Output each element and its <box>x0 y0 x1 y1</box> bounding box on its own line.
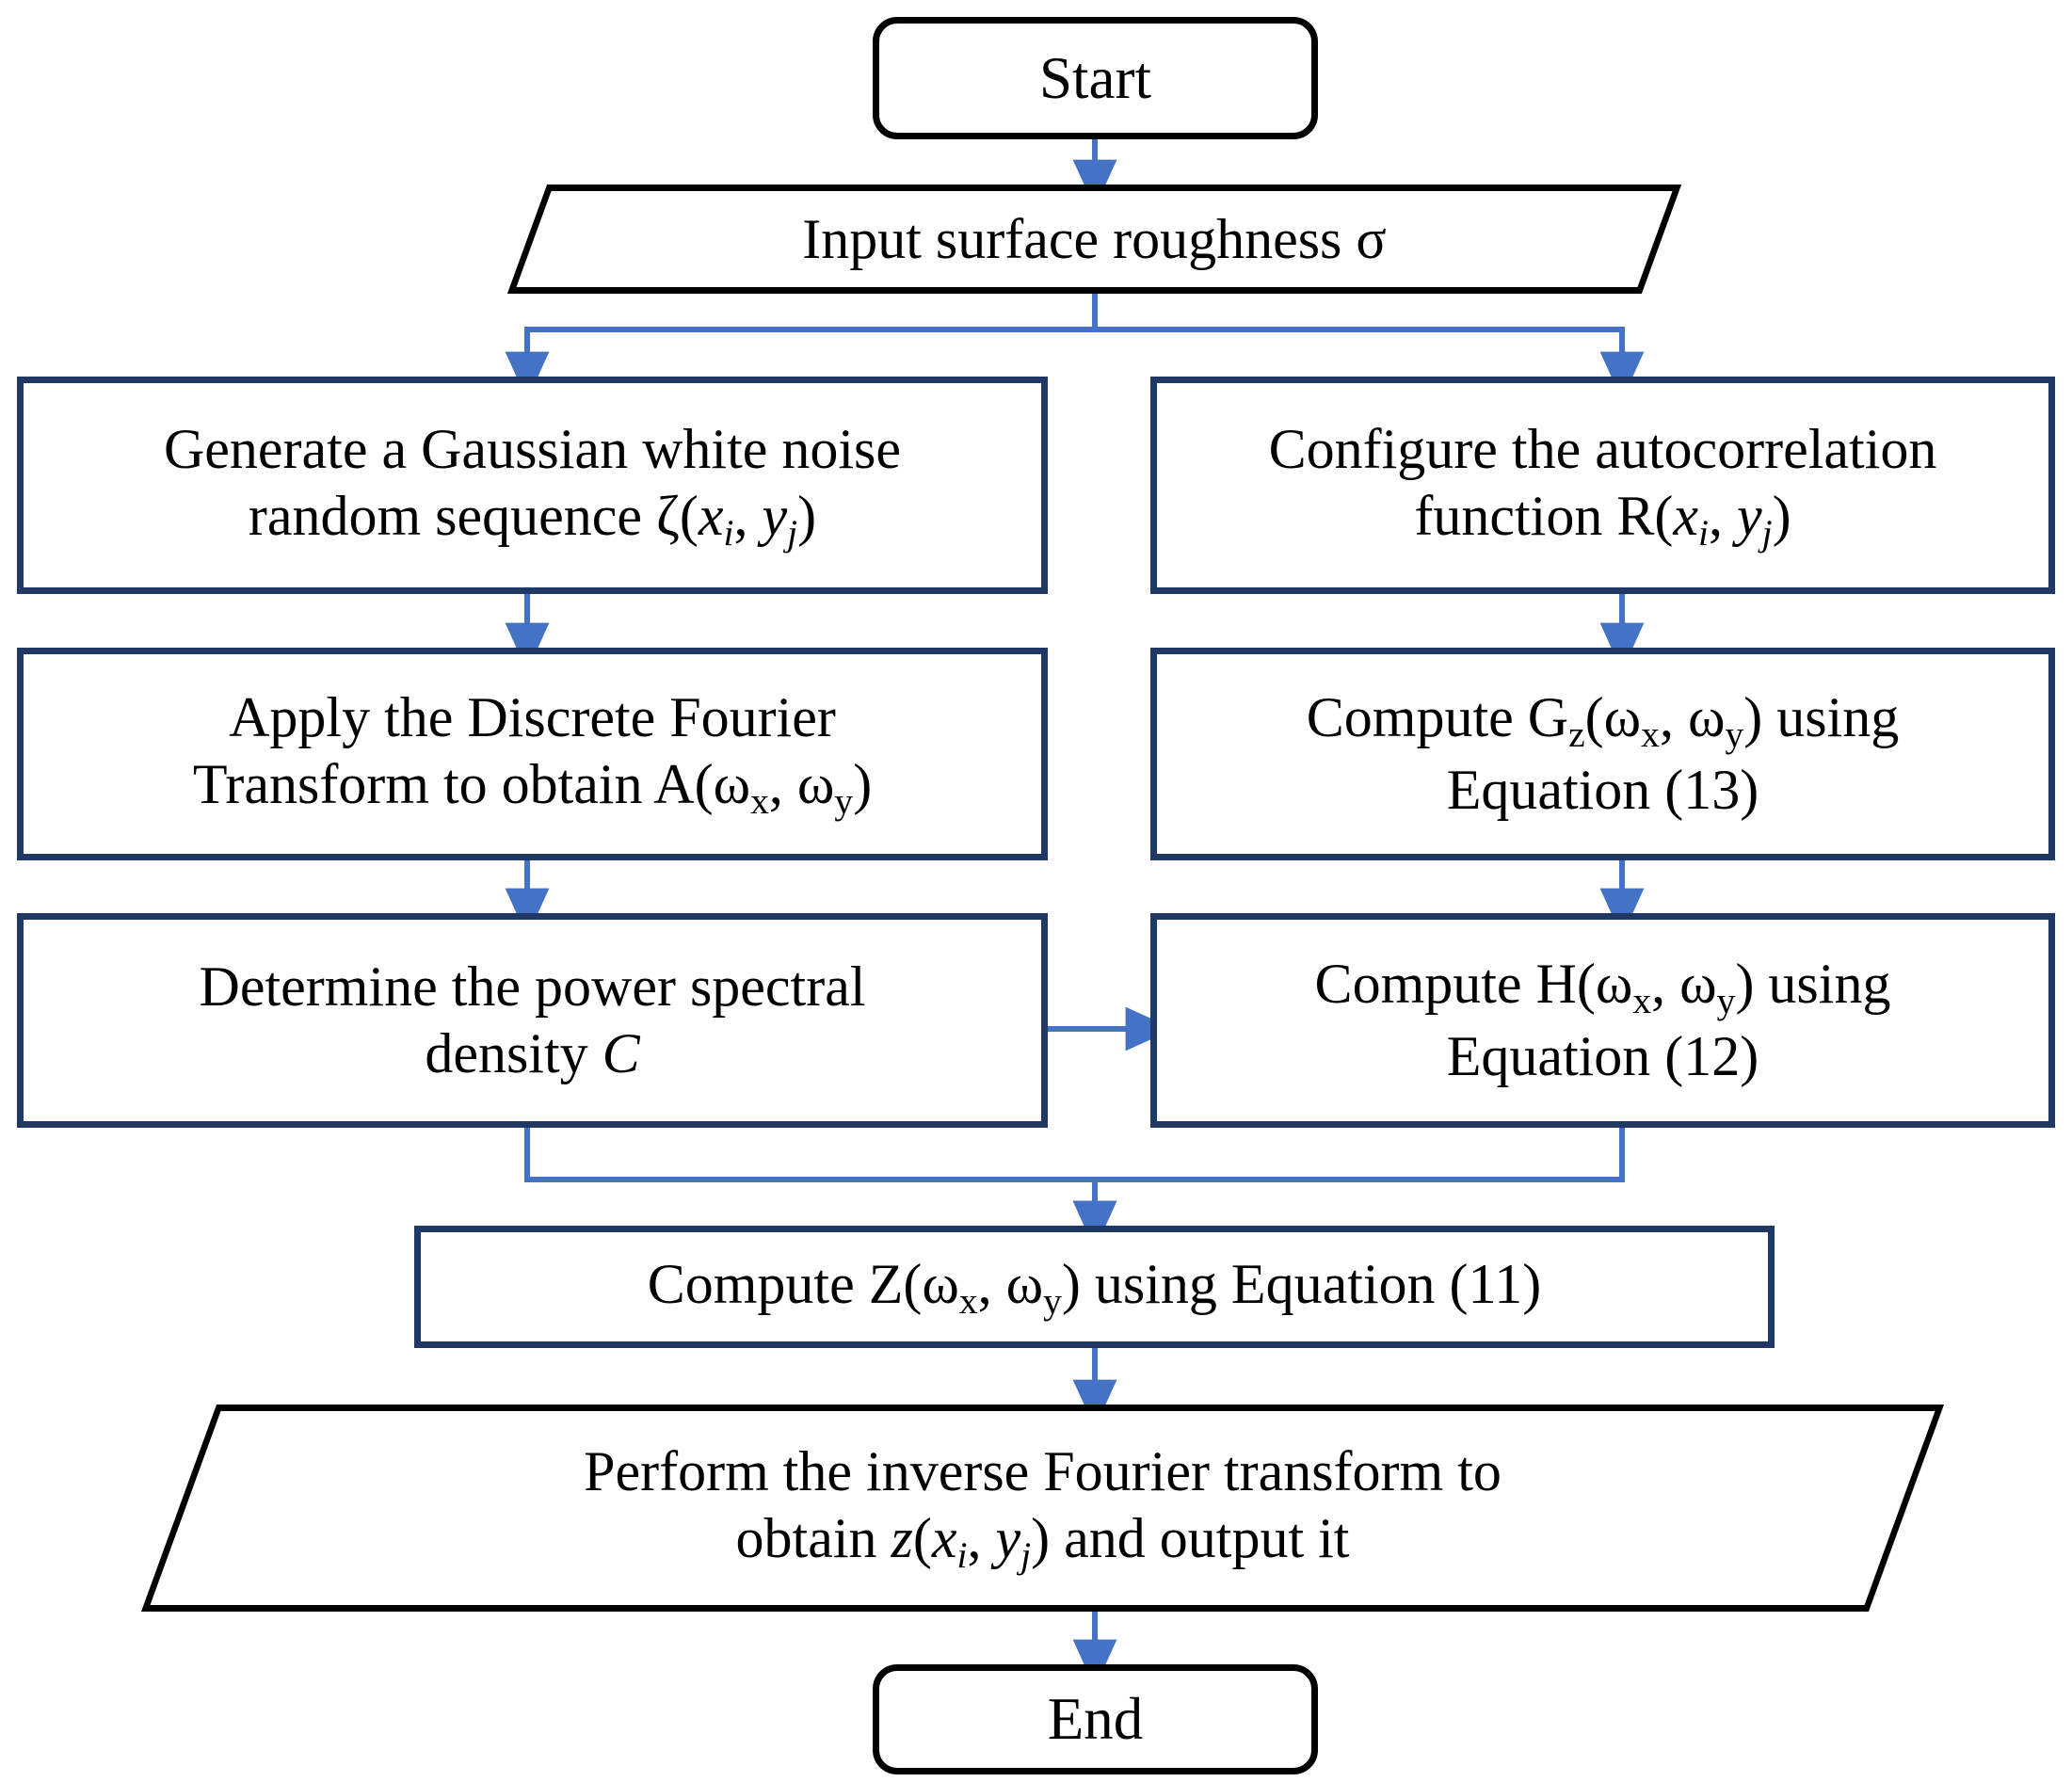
node-compute-z-label: Compute Z(ωx, ωy) using Equation (11) <box>647 1252 1542 1322</box>
psd-line2: density C <box>425 1022 640 1084</box>
node-input-label: Input surface roughness σ <box>527 185 1662 294</box>
node-compute-gz-label: Compute Gz(ωx, ωy) using Equation (13) <box>1293 684 1912 824</box>
dft-line2: Transform to obtain A(ωx, ωy) <box>192 753 873 823</box>
edge-input-autocorr <box>1092 294 1645 401</box>
node-input-text: Input surface roughness σ <box>802 207 1387 270</box>
dft-line1: Apply the Discrete Fourier <box>229 686 836 749</box>
node-compute-h[interactable]: Compute H(ωx, ωy) using Equation (12) <box>1150 913 2055 1128</box>
edge-compute_h-compute_z <box>1072 1128 1625 1250</box>
gz-line1: Compute Gz(ωx, ωy) using <box>1306 686 1900 756</box>
autocorr-line2: function R(xi, yj) <box>1414 484 1791 554</box>
node-apply-dft-label: Apply the Discrete Fourier Transform to … <box>180 684 885 824</box>
node-end[interactable]: End <box>873 1664 1318 1774</box>
h-line2: Equation (12) <box>1446 1025 1759 1087</box>
psd-line1: Determine the power spectral <box>199 955 866 1019</box>
gz-line2: Equation (13) <box>1446 759 1759 821</box>
output-line2: obtain z(xi, yj) and output it <box>735 1507 1350 1577</box>
node-determine-psd[interactable]: Determine the power spectral density C <box>17 913 1048 1128</box>
node-start[interactable]: Start <box>873 17 1318 139</box>
edge-input-gen_noise <box>505 294 1098 401</box>
h-line1: Compute H(ωx, ωy) using <box>1314 953 1891 1022</box>
node-start-label: Start <box>1039 44 1151 111</box>
node-input[interactable]: Input surface roughness σ <box>506 185 1682 294</box>
node-output[interactable]: Perform the inverse Fourier transform to… <box>140 1405 1945 1612</box>
node-compute-gz[interactable]: Compute Gz(ωx, ωy) using Equation (13) <box>1150 648 2055 860</box>
edge-psd-compute_z <box>524 1128 1117 1250</box>
output-lines: Perform the inverse Fourier transform to… <box>584 1438 1502 1578</box>
node-configure-autocorrelation-label: Configure the autocorrelation function R… <box>1256 416 1951 555</box>
output-line1: Perform the inverse Fourier transform to <box>584 1440 1502 1503</box>
gen-noise-line1: Generate a Gaussian white noise <box>163 417 902 480</box>
autocorr-line1: Configure the autocorrelation <box>1268 417 1937 480</box>
node-apply-dft[interactable]: Apply the Discrete Fourier Transform to … <box>17 648 1048 860</box>
node-output-label: Perform the inverse Fourier transform to… <box>179 1405 1906 1612</box>
gen-noise-line2: random sequence ζ(xi, yj) <box>248 484 817 554</box>
node-generate-noise-label: Generate a Gaussian white noise random s… <box>151 416 914 555</box>
node-end-label: End <box>1047 1686 1144 1753</box>
node-configure-autocorrelation[interactable]: Configure the autocorrelation function R… <box>1150 377 2055 594</box>
node-determine-psd-label: Determine the power spectral density C <box>185 954 878 1087</box>
node-compute-h-label: Compute H(ωx, ωy) using Equation (12) <box>1302 951 1904 1090</box>
node-generate-noise[interactable]: Generate a Gaussian white noise random s… <box>17 377 1048 594</box>
node-compute-z[interactable]: Compute Z(ωx, ωy) using Equation (11) <box>414 1226 1775 1348</box>
